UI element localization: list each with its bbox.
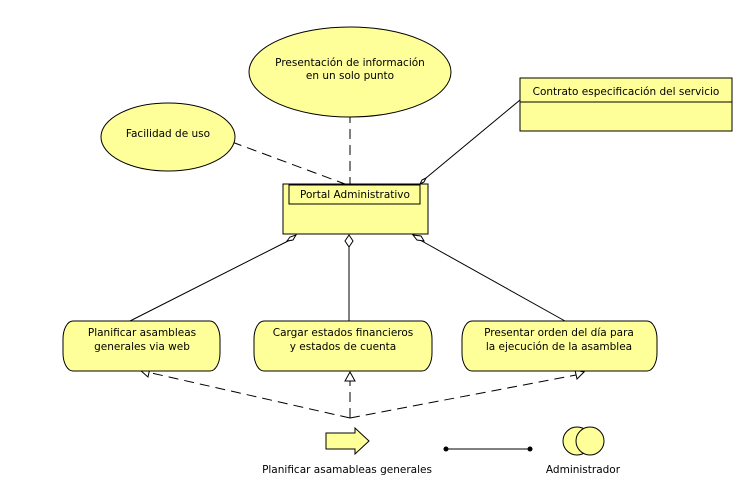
- service-portal[interactable]: Portal Administrativo: [282, 183, 429, 235]
- process-presentar-line1: Presentar orden del día para: [484, 327, 634, 339]
- assignment-dot-left: [443, 446, 449, 452]
- process-planificar-shape: [62, 320, 221, 372]
- trigger-to-presentar[interactable]: [349, 374, 577, 419]
- aggregation-diamond-contract: [418, 176, 428, 186]
- process-presentar-line2: la ejecución de la asamblea: [486, 341, 632, 353]
- trigger-to-planificar[interactable]: [146, 371, 351, 419]
- process-cargar-line1: Cargar estados financieros: [273, 327, 414, 339]
- process-presentar[interactable]: Presentar orden del día para la ejecució…: [461, 320, 658, 372]
- process-planificar[interactable]: Planificar asambleas generales via web: [62, 320, 221, 372]
- process-planificar-line1: Planificar asambleas: [88, 327, 196, 339]
- aggregation-contract-to-portal[interactable]: [425, 99, 521, 179]
- event-arrow-icon: [325, 426, 370, 456]
- role-front-circle: [575, 426, 605, 456]
- process-cargar-line2: y estados de cuenta: [290, 341, 397, 353]
- role-administrador[interactable]: Administrador: [546, 426, 621, 476]
- process-cargar-shape: [253, 320, 433, 372]
- process-presentar-shape: [461, 320, 658, 372]
- goal-presentacion-line1: Presentación de información: [275, 57, 425, 69]
- process-planificar-line2: generales via web: [94, 341, 190, 353]
- contract-box[interactable]: Contrato especificación del servicio: [519, 77, 733, 132]
- arrowhead-cargar: [344, 370, 356, 382]
- goal-presentacion[interactable]: Presentación de información en un solo p…: [248, 26, 452, 118]
- aggregation-diamond-2: [344, 234, 354, 248]
- aggregation-portal-to-planificar[interactable]: [129, 239, 291, 322]
- aggregation-diamond-1: [285, 234, 298, 242]
- goal-presentacion-line2: en un solo punto: [306, 70, 394, 82]
- aggregation-portal-to-presentar[interactable]: [419, 239, 566, 322]
- assignment-dot-right: [527, 446, 533, 452]
- portal-title-tab: [288, 184, 421, 205]
- influence-facilidad-to-portal[interactable]: [231, 141, 346, 185]
- event-label: Planificar asamableas generales: [262, 464, 432, 476]
- goal-facilidad-label: Facilidad de uso: [126, 128, 210, 140]
- aggregation-diamond-3: [411, 234, 425, 242]
- contract-shape: [519, 77, 733, 132]
- role-label: Administrador: [546, 464, 621, 476]
- goal-facilidad-shape: [100, 102, 236, 172]
- event-planificar[interactable]: Planificar asamableas generales: [262, 426, 432, 476]
- portal-title: Portal Administrativo: [300, 189, 410, 201]
- contract-title: Contrato especificación del servicio: [533, 86, 720, 98]
- goal-presentacion-shape: [248, 26, 452, 118]
- goal-facilidad[interactable]: Facilidad de uso: [100, 102, 236, 172]
- connectors: [129, 97, 585, 450]
- process-cargar[interactable]: Cargar estados financieros y estados de …: [253, 320, 433, 372]
